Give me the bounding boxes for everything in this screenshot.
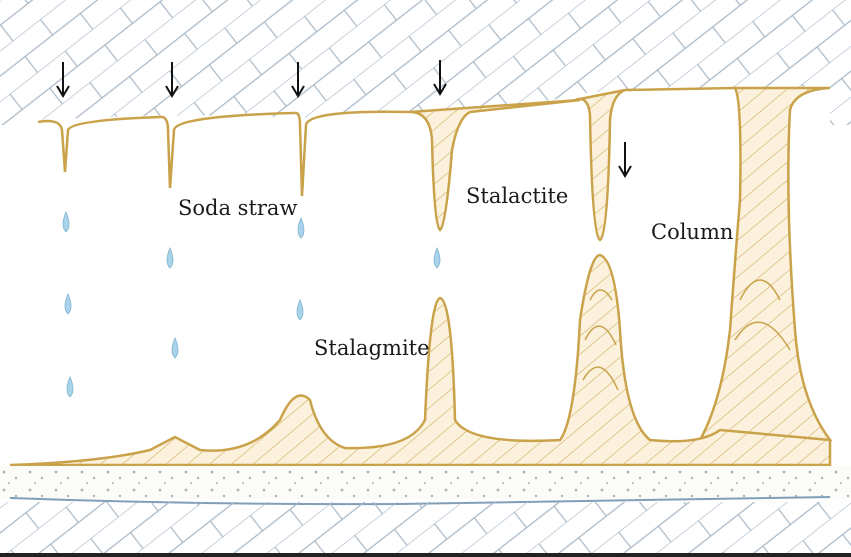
growth-rings — [582, 279, 791, 391]
arrow-down-icon — [165, 62, 179, 98]
soda-straw-3 — [294, 110, 411, 197]
water-drop-icon — [171, 336, 179, 359]
water-flow-arrows — [56, 60, 632, 178]
arrow-down-icon — [56, 62, 70, 98]
arrow-down-icon — [618, 142, 632, 178]
water-drops — [62, 210, 441, 398]
floor-deposit — [9, 253, 832, 467]
ceiling-line — [624, 86, 736, 92]
water-drop-icon — [64, 292, 72, 315]
stalactite-2 — [574, 88, 626, 242]
arrow-down-icon — [291, 62, 305, 98]
water-drop-icon — [66, 375, 74, 398]
soda-straw-1 — [37, 115, 161, 173]
bedrock — [0, 502, 851, 553]
label-soda-straw: Soda straw — [178, 196, 298, 220]
stalactite — [409, 98, 581, 232]
water-drop-icon — [166, 246, 174, 269]
label-column: Column — [651, 220, 734, 244]
water-drop-icon — [62, 210, 70, 233]
water-drop-icon — [296, 298, 304, 321]
soda-straw-2 — [159, 111, 296, 189]
label-stalagmite: Stalagmite — [314, 336, 430, 360]
column — [697, 86, 833, 442]
water-drop-icon — [433, 246, 441, 269]
arrow-down-icon — [433, 60, 447, 96]
sediment-layer — [0, 466, 851, 499]
bottom-border — [0, 553, 851, 557]
label-stalactite: Stalactite — [466, 184, 569, 208]
water-drop-icon — [297, 216, 305, 239]
